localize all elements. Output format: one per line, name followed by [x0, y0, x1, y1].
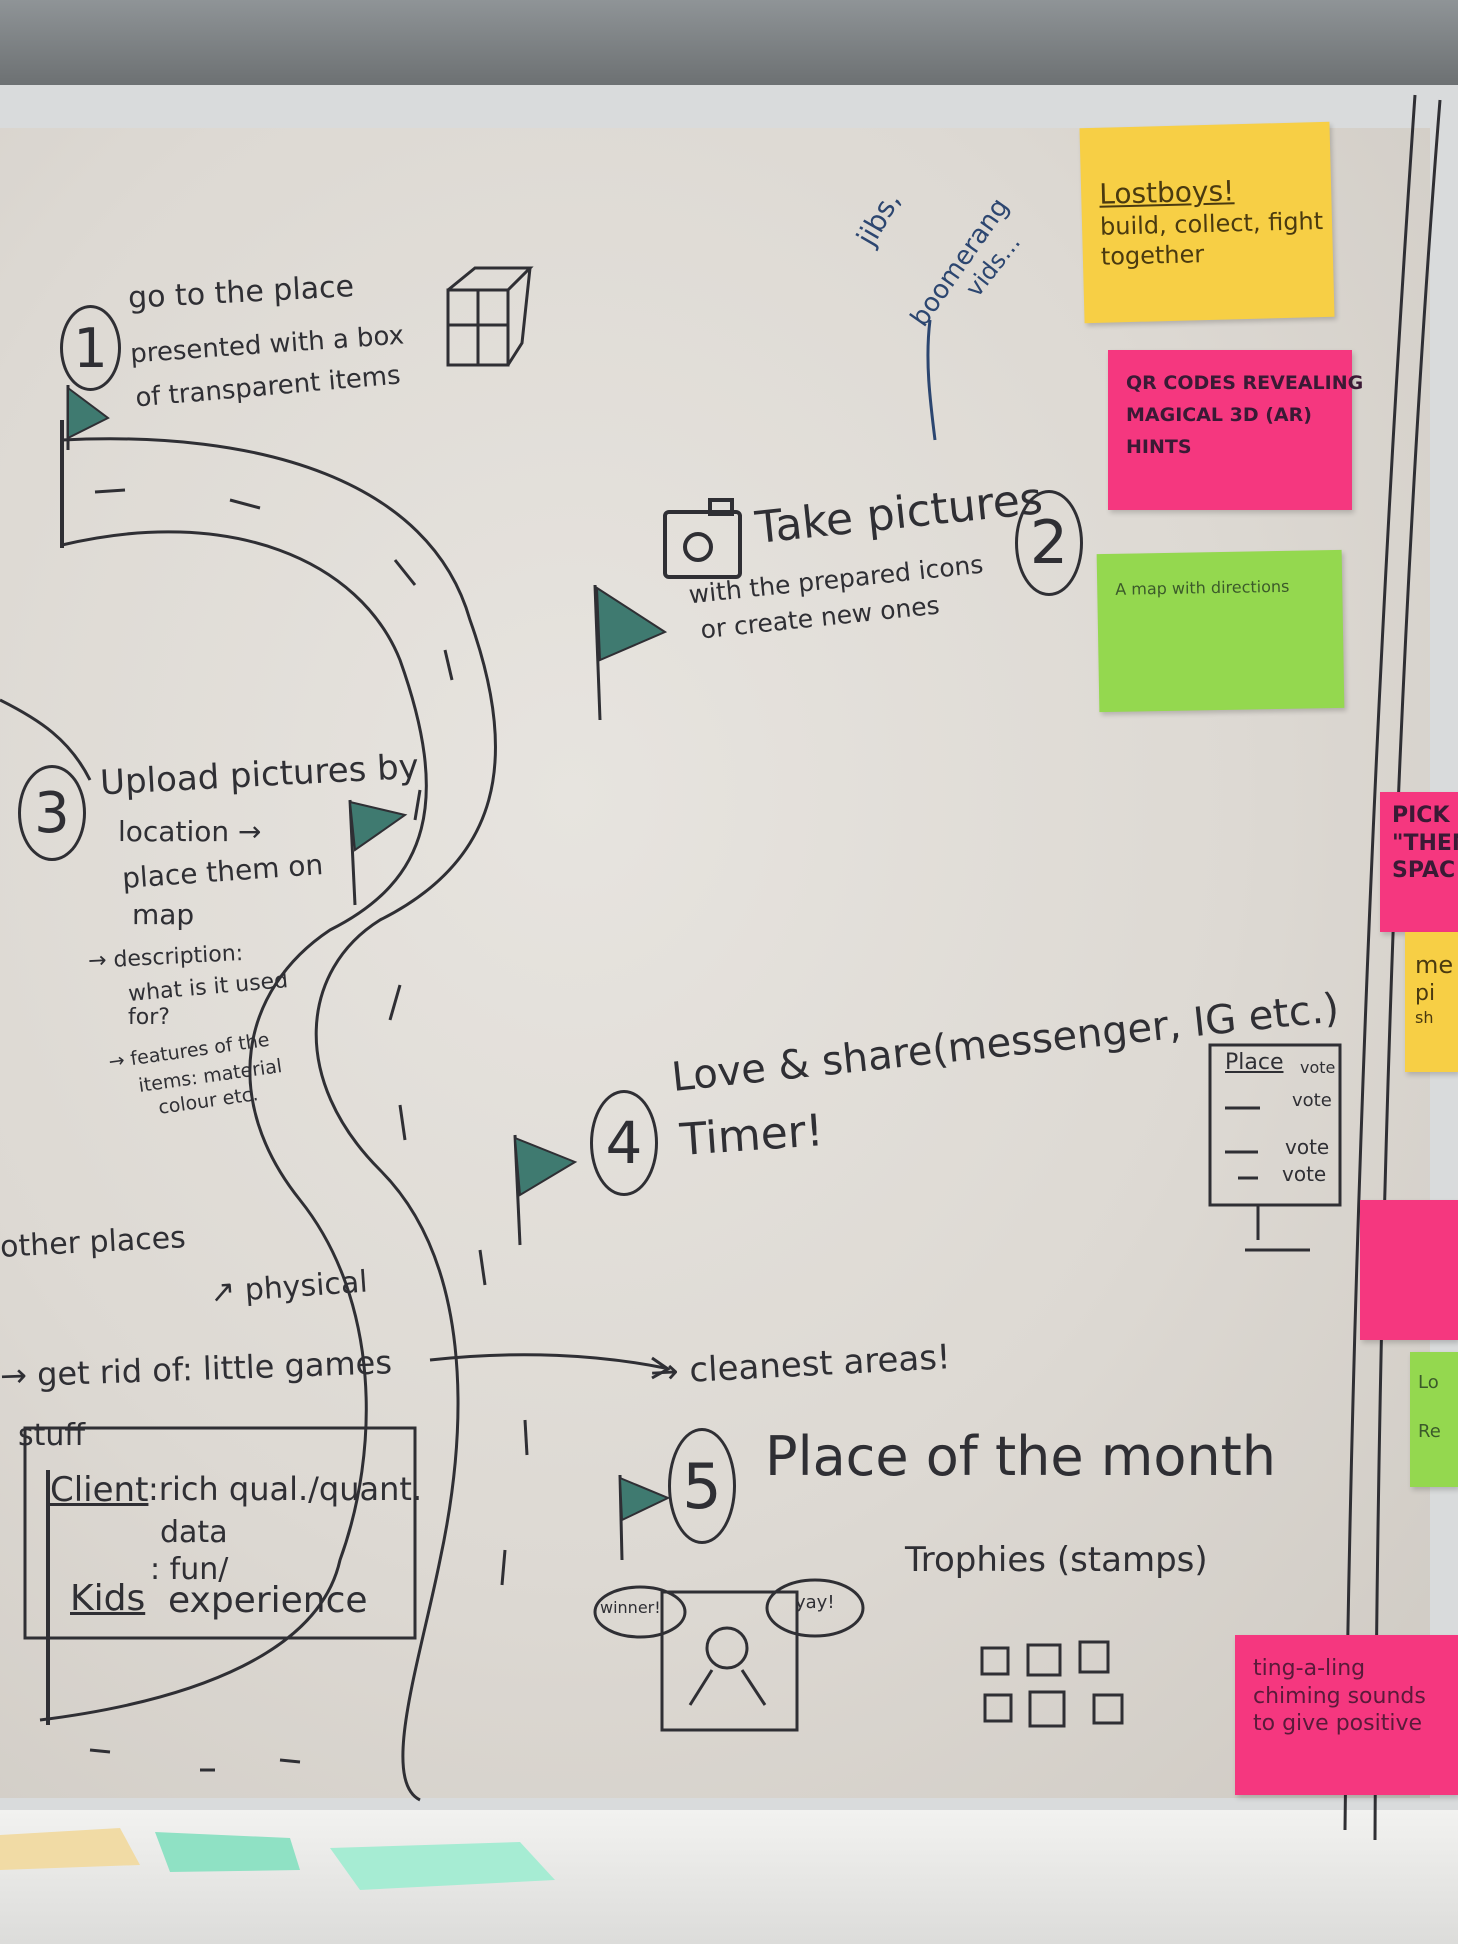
- sticky-note-edge: PICK "THEM SPAC: [1380, 792, 1458, 932]
- kids-value-2: experience: [168, 1580, 368, 1621]
- vote-row: vote: [1282, 1162, 1327, 1186]
- sticky-note-qr: QR CODES REVEALING MAGICAL 3D (AR) HINTS: [1108, 350, 1364, 510]
- sticky-note-map: A map with directions: [1096, 549, 1345, 713]
- winner-drawing: [593, 1578, 865, 1732]
- flag-icon: [348, 799, 408, 906]
- tray-note: [155, 1832, 300, 1872]
- sticky-note-ting: ting-a-ling chiming sounds to give posit…: [1235, 1635, 1458, 1795]
- flag-icon: [513, 1134, 578, 1246]
- road-edge-outer: [61, 437, 497, 1802]
- flag-icon: [618, 1474, 671, 1561]
- sticky-text: together: [1100, 240, 1205, 271]
- sticky-text: Re: [1418, 1420, 1441, 1442]
- step-number-circle: 3: [18, 765, 86, 861]
- sticky-text: A map with directions: [1115, 576, 1290, 599]
- step-number-circle: 5: [668, 1428, 736, 1544]
- step5-subtitle: Trophies (stamps): [905, 1540, 1208, 1580]
- client-value-2: data: [160, 1515, 228, 1550]
- sticky-text: to give positive: [1253, 1711, 1422, 1736]
- kids-label: Kids: [70, 1578, 146, 1619]
- sticky-note-lostboys: Lostboys! build, collect, fight together: [1079, 121, 1335, 324]
- step-number-circle: 4: [590, 1090, 658, 1196]
- arrow-head-icon: [651, 1356, 671, 1380]
- vote-row: vote: [1285, 1135, 1330, 1159]
- tray-note: [330, 1842, 555, 1890]
- board-divider: [1343, 94, 1417, 1831]
- step-number-circle: 2: [1015, 490, 1083, 596]
- partial-arc: [0, 698, 92, 781]
- sticky-text: QR CODES REVEALING: [1126, 372, 1364, 394]
- sticky-text: chiming sounds: [1253, 1683, 1426, 1709]
- client-box-frame: [23, 1426, 417, 1640]
- stuff-note: stuff: [18, 1418, 86, 1453]
- bubble-text-winner: winner!: [600, 1598, 661, 1617]
- sticky-text: SPAC: [1392, 858, 1456, 883]
- flag-icon: [66, 385, 110, 450]
- speech-bubble-yay: [765, 1578, 865, 1638]
- sticky-text: PICK: [1392, 803, 1450, 828]
- step3-line3: map: [132, 898, 195, 931]
- camera-icon: [663, 498, 742, 579]
- step3-line1: location →: [118, 815, 262, 848]
- sticky-text: sh: [1415, 1007, 1434, 1027]
- arrow-line: [429, 1353, 666, 1370]
- road-edge-inner: [39, 530, 428, 1722]
- sticky-text: HINTS: [1126, 435, 1192, 458]
- sticky-text: MAGICAL 3D (AR): [1126, 403, 1312, 426]
- bubble-text-yay: yay!: [795, 1592, 835, 1613]
- speech-bubble-winner: [593, 1585, 687, 1639]
- vote-board-sketch: [1208, 1043, 1342, 1252]
- stamp-icons: [980, 1640, 1124, 1728]
- step5-title: Place of the month: [765, 1425, 1276, 1488]
- road-center-dashes: [89, 488, 529, 1772]
- sticky-text: pi: [1415, 981, 1436, 1006]
- sticky-text: ting-a-ling: [1253, 1656, 1366, 1681]
- step-number-circle: 1: [60, 305, 121, 391]
- vote-row: vote: [1300, 1058, 1336, 1077]
- client-value: :rich qual./quant.: [148, 1470, 423, 1508]
- gift-box-icon: [446, 266, 534, 367]
- connector-line: [926, 319, 937, 441]
- step3-note3: for?: [128, 1005, 170, 1030]
- client-label: Client: [50, 1470, 149, 1510]
- sticky-text: Lostboys!: [1098, 174, 1235, 211]
- tray-note: [0, 1828, 140, 1870]
- vote-header: Place: [1225, 1050, 1284, 1075]
- marker-tray: [0, 1810, 1458, 1944]
- sticky-text: me: [1415, 951, 1454, 979]
- sticky-text: Lo: [1418, 1372, 1439, 1393]
- kids-value: : fun/: [150, 1552, 229, 1587]
- sticky-text: build, collect, fight: [1099, 206, 1324, 241]
- sticky-note-edge: Lo Re: [1410, 1352, 1458, 1487]
- sticky-note-edge: [1360, 1200, 1458, 1340]
- vote-row: vote: [1292, 1090, 1332, 1111]
- flag-icon: [593, 584, 668, 721]
- sticky-note-edge: me pi sh: [1405, 932, 1458, 1072]
- step4-line2: Timer!: [678, 1105, 826, 1166]
- sticky-text: "THEM: [1392, 830, 1458, 856]
